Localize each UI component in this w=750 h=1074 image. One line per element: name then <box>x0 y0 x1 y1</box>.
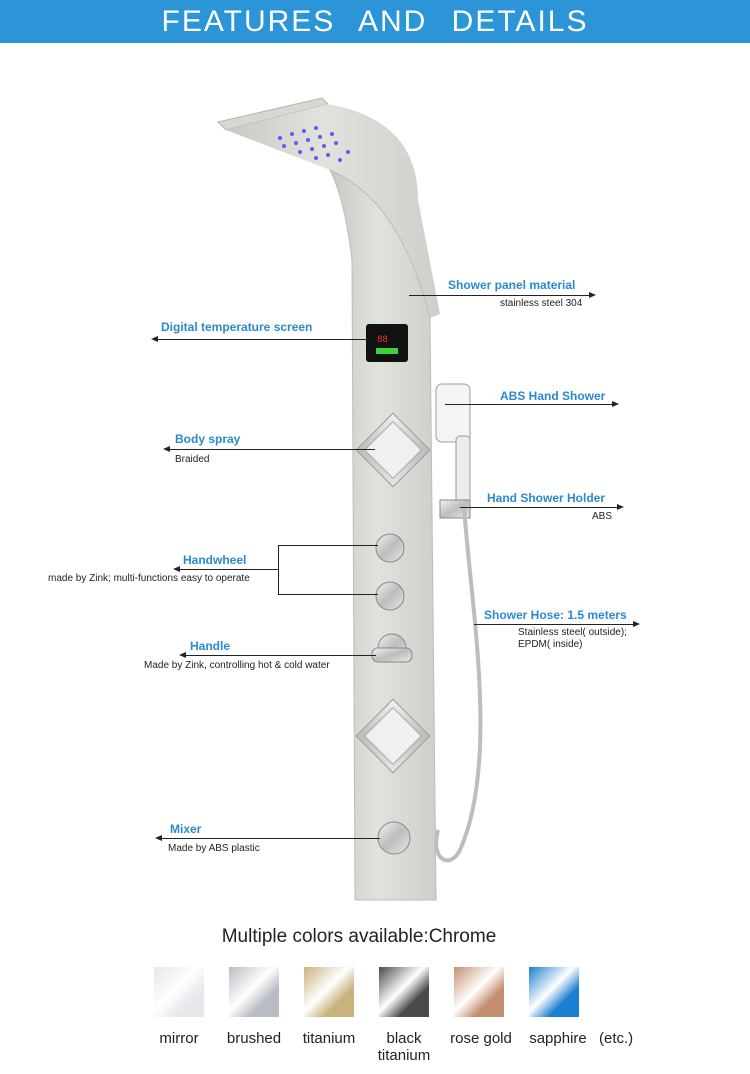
swatch-black-titanium <box>379 967 429 1017</box>
handwheel-detail: made by Zink; multi-functions easy to op… <box>48 573 250 584</box>
hose-detail-outside: Stainless steel( outside); <box>518 627 627 638</box>
hose-label: Shower Hose: 1.5 meters <box>484 608 627 622</box>
handwheel-bracket <box>278 545 279 595</box>
colors-etc: (etc.) <box>599 1030 634 1047</box>
hand-shower-arrow <box>612 401 619 407</box>
swatch-mirror <box>154 967 204 1017</box>
page-title: FEATURES AND DETAILS <box>161 5 589 38</box>
handle-arrow <box>179 652 186 658</box>
mixer-detail: Made by ABS plastic <box>168 843 260 854</box>
panel-material-arrow <box>589 292 596 298</box>
mixer-arrow <box>155 835 162 841</box>
hand-shower-label: ABS Hand Shower <box>500 389 606 403</box>
handwheel-arrow <box>173 566 180 572</box>
color-label-brushed: brushed <box>226 1030 282 1047</box>
body-spray-detail: Braided <box>175 454 210 465</box>
holder-detail: ABS <box>592 511 613 522</box>
hose-line <box>474 624 633 625</box>
hand-shower-line <box>445 404 612 405</box>
color-label-mirror: mirror <box>159 1030 199 1047</box>
digital-screen-arrow <box>151 336 158 342</box>
hose-arrow <box>633 621 640 627</box>
swatch-titanium <box>304 967 354 1017</box>
body-spray-line <box>170 449 375 450</box>
panel-material-detail: stainless steel 304 <box>500 298 583 309</box>
swatch-sapphire <box>529 967 579 1017</box>
holder-arrow <box>617 504 624 510</box>
mixer-label: Mixer <box>170 822 202 836</box>
panel-material-label: Shower panel material <box>448 278 576 292</box>
color-label-sapphire: sapphire <box>529 1030 587 1047</box>
shower-panel-image: 88 <box>217 97 483 901</box>
body-spray-arrow <box>163 446 170 452</box>
hose-detail-inside: EPDM( inside) <box>518 639 583 650</box>
panel-material-line <box>409 295 589 296</box>
handle-label: Handle <box>190 639 231 653</box>
handwheel-label: Handwheel <box>183 553 247 567</box>
swatch-rose-gold <box>454 967 504 1017</box>
colors-title: Multiple colors available:Chrome <box>221 926 497 947</box>
handle-line <box>186 655 376 656</box>
holder-label: Hand Shower Holder <box>487 491 606 505</box>
header-banner <box>0 0 750 43</box>
handle-detail: Made by Zink, controlling hot & cold wat… <box>144 660 330 671</box>
holder-line <box>460 507 617 508</box>
handwheel-line-bottom <box>278 594 378 595</box>
color-label-titanium: titanium <box>302 1030 356 1047</box>
digital-screen-line <box>158 339 368 340</box>
handwheel-line-top <box>278 545 378 546</box>
handwheel-line-main <box>180 569 278 570</box>
mixer-line <box>162 838 380 839</box>
digital-screen-label: Digital temperature screen <box>161 320 313 334</box>
color-label-rose-gold: rose gold <box>450 1030 512 1047</box>
swatch-brushed <box>229 967 279 1017</box>
svg-text:88: 88 <box>377 335 388 345</box>
body-spray-label: Body spray <box>175 432 241 446</box>
